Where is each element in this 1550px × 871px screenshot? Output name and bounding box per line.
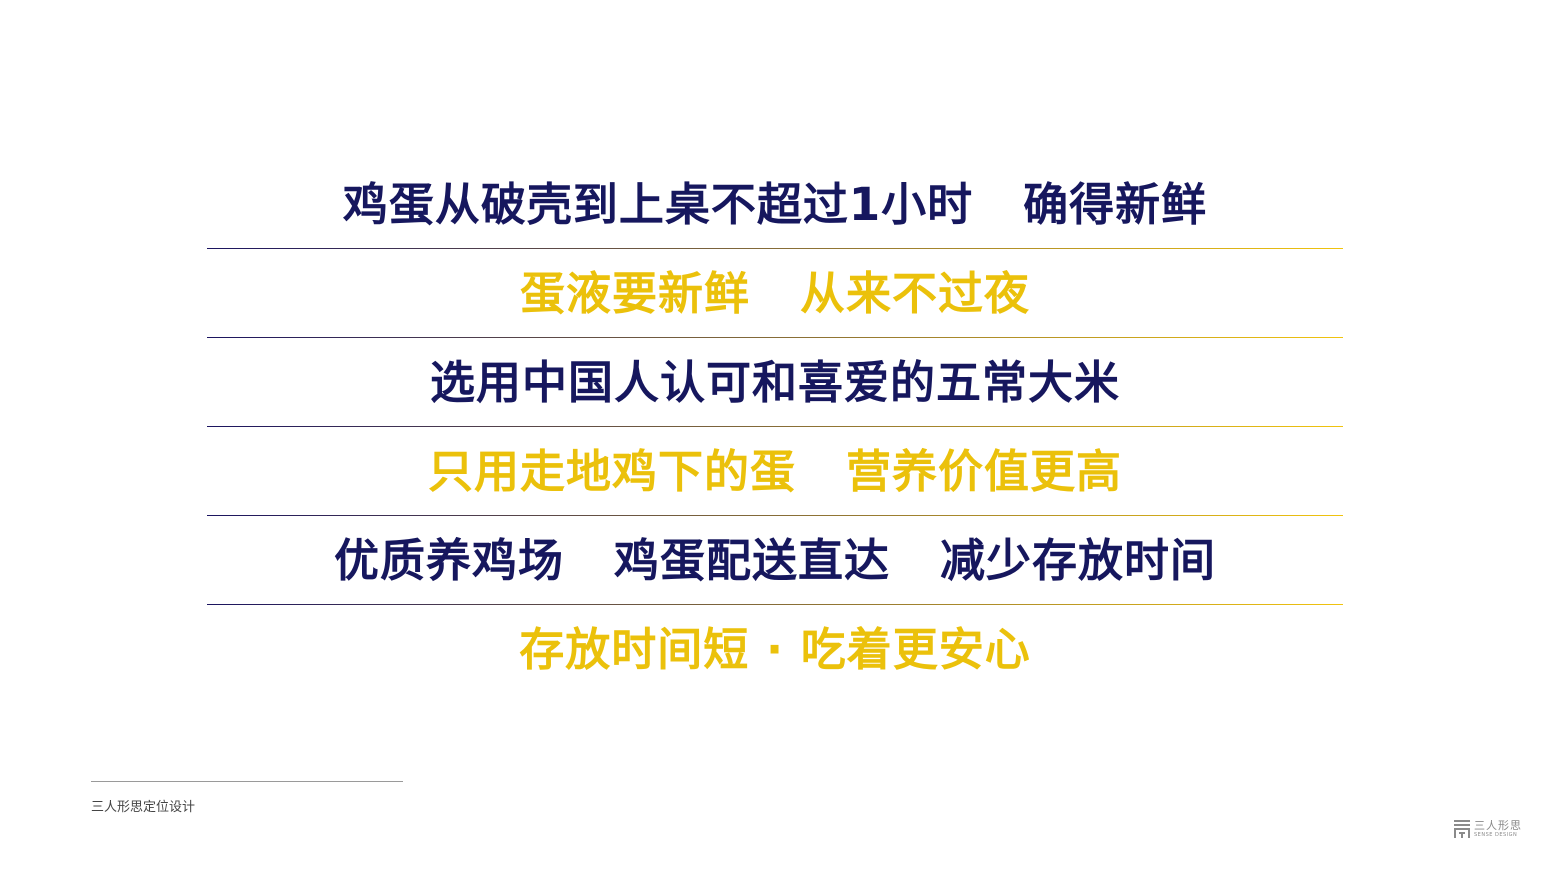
brand-name-cn: 三人形思 [1474, 819, 1522, 832]
slogan-row-2: 蛋液要新鲜 从来不过夜 [207, 249, 1343, 337]
divider-1 [207, 248, 1343, 249]
slogan-text-1: 鸡蛋从破壳到上桌不超过1小时 确得新鲜 [342, 177, 1208, 231]
footer-divider [91, 781, 403, 782]
brand-wordmark: 三人形思 SENSE DESIGN [1474, 820, 1522, 838]
sense-design-logo-icon [1454, 820, 1470, 838]
slogan-text-6: 存放时间短 · 吃着更安心 [519, 622, 1031, 676]
slogan-text-3: 选用中国人认可和喜爱的五常大米 [429, 355, 1120, 409]
footer-caption: 三人形思定位设计 [91, 800, 196, 815]
slogan-text-2: 蛋液要新鲜 从来不过夜 [519, 266, 1030, 320]
brand-logo: 三人形思 SENSE DESIGN [1454, 820, 1522, 838]
slogan-text-4: 只用走地鸡下的蛋 营养价值更高 [427, 444, 1122, 498]
slogan-row-3: 选用中国人认可和喜爱的五常大米 [207, 338, 1343, 426]
slogan-text-5: 优质养鸡场 鸡蛋配送直达 减少存放时间 [333, 533, 1216, 587]
slogan-row-4: 只用走地鸡下的蛋 营养价值更高 [207, 427, 1343, 515]
divider-5 [207, 604, 1343, 605]
divider-2 [207, 337, 1343, 338]
slogan-row-1: 鸡蛋从破壳到上桌不超过1小时 确得新鲜 [207, 160, 1343, 248]
divider-3 [207, 426, 1343, 427]
brand-name-en: SENSE DESIGN [1474, 832, 1518, 838]
divider-4 [207, 515, 1343, 516]
slogan-row-5: 优质养鸡场 鸡蛋配送直达 减少存放时间 [207, 516, 1343, 604]
slogan-row-6: 存放时间短 · 吃着更安心 [207, 605, 1343, 693]
slogan-list: 鸡蛋从破壳到上桌不超过1小时 确得新鲜 蛋液要新鲜 从来不过夜 选用中国人认可和… [207, 160, 1343, 693]
